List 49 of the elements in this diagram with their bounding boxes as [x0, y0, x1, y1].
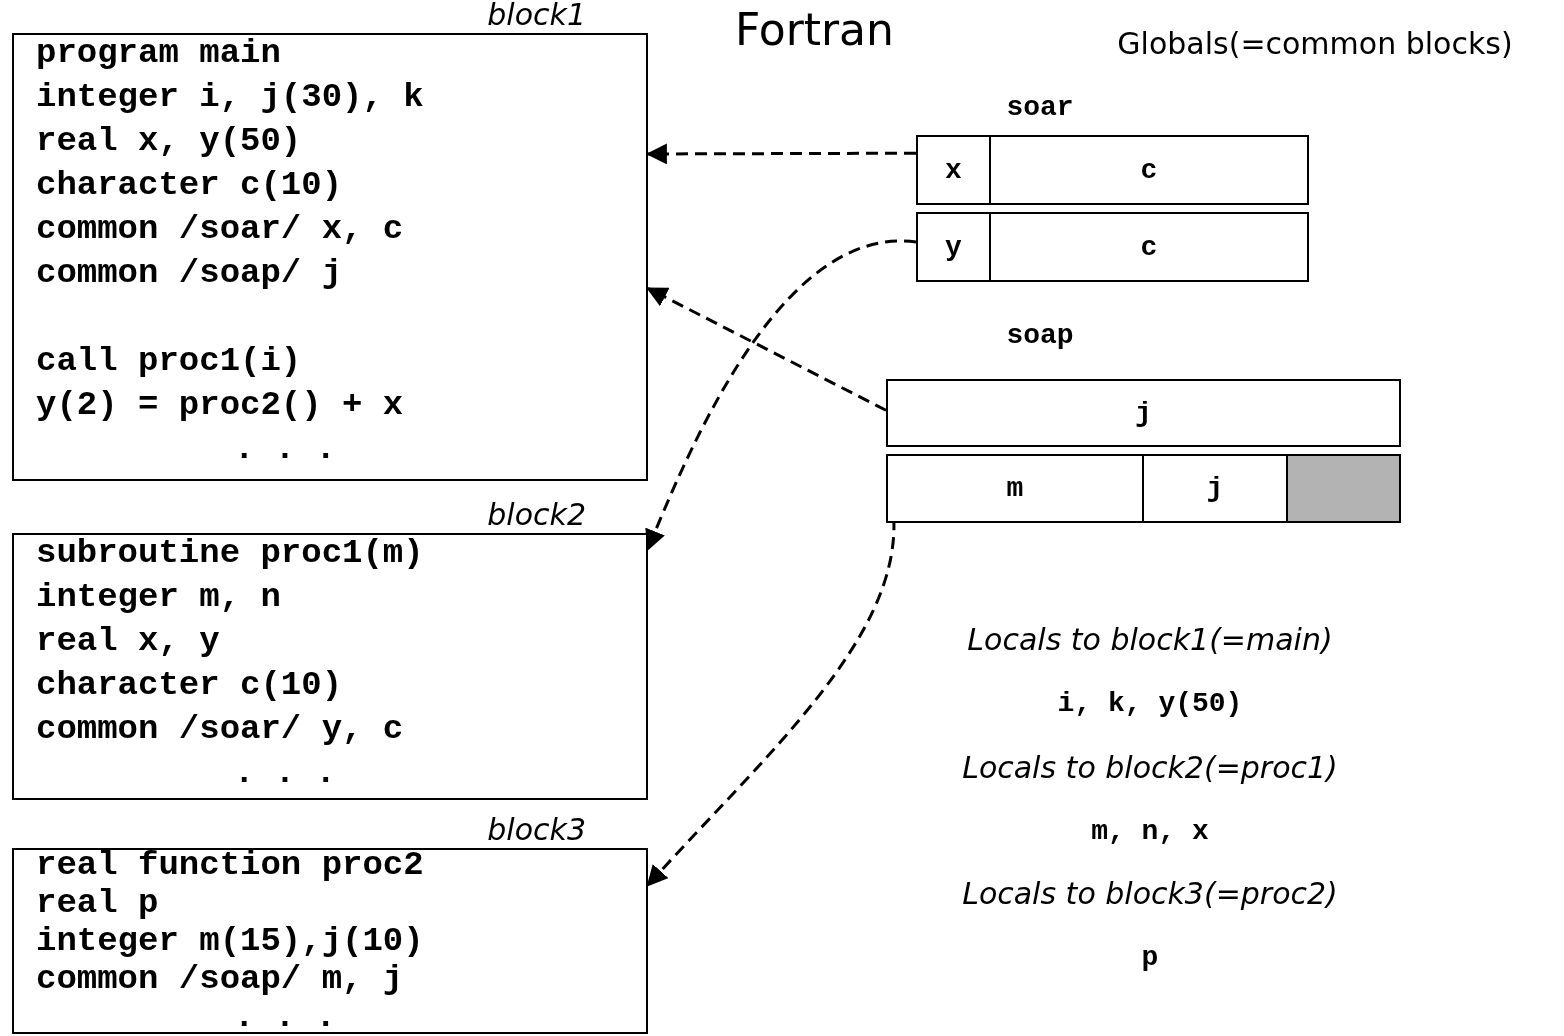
variable-name: j: [1206, 473, 1224, 504]
code-line: . . .: [234, 998, 337, 1036]
variable-name: j: [1135, 397, 1152, 429]
caption: Locals to block2(=proc1): [962, 750, 1338, 785]
code-line: real x, y(50): [36, 121, 302, 162]
code-line: subroutine proc1(m): [36, 533, 424, 574]
code-line: real x, y: [36, 621, 220, 662]
title: Fortran: [735, 4, 894, 55]
code-line: common /soap/ j: [36, 253, 343, 294]
code-line: call proc1(i): [36, 341, 302, 382]
code-line: common /soap/ m, j: [36, 960, 404, 998]
code-line: . . .: [234, 429, 337, 470]
block-heading: block1: [487, 0, 586, 32]
memory-cell: [916, 212, 991, 282]
memory-cell: [989, 212, 1309, 282]
code-line: integer i, j(30), k: [36, 77, 424, 118]
dashed-arrow: [645, 240, 916, 551]
block-name: soap: [1006, 320, 1074, 351]
code-line: character c(10): [36, 665, 343, 706]
caption: Locals to block1(=main): [967, 622, 1333, 657]
memory-cell: [886, 379, 1401, 447]
code-line: y(2) = proc2() + x: [36, 385, 404, 426]
variable-list: i, k, y(50): [1057, 688, 1243, 719]
memory-cell: [1142, 454, 1288, 523]
block-heading: block2: [487, 498, 586, 532]
code-line: . . .: [234, 753, 337, 794]
caption: Locals to block3(=proc2): [962, 876, 1338, 911]
code-line: program main: [36, 33, 281, 74]
code-line: integer m, n: [36, 577, 281, 618]
variable-name: x: [945, 154, 962, 186]
code-line: real p: [36, 884, 159, 922]
variable-list: p: [1141, 942, 1159, 973]
variable-name: c: [1140, 231, 1158, 263]
code-line: common /soar/ x, c: [36, 209, 404, 250]
code-line: integer m(15),j(10): [36, 922, 424, 960]
memory-cell: [916, 135, 991, 205]
code-line: character c(10): [36, 165, 343, 206]
memory-cell: [886, 454, 1144, 523]
variable-name: m: [1006, 473, 1024, 504]
variable-name: y: [945, 231, 962, 263]
code-line: real function proc2: [36, 846, 424, 884]
unused-memory-cell: [1286, 454, 1401, 523]
memory-cell: [989, 135, 1309, 205]
variable-list: m, n, x: [1091, 816, 1209, 847]
variable-name: c: [1140, 154, 1158, 186]
block-name: soar: [1006, 92, 1074, 123]
section-heading: Globals(=common blocks): [1117, 26, 1513, 61]
code-line: common /soar/ y, c: [36, 709, 404, 750]
block-heading: block3: [487, 813, 586, 847]
